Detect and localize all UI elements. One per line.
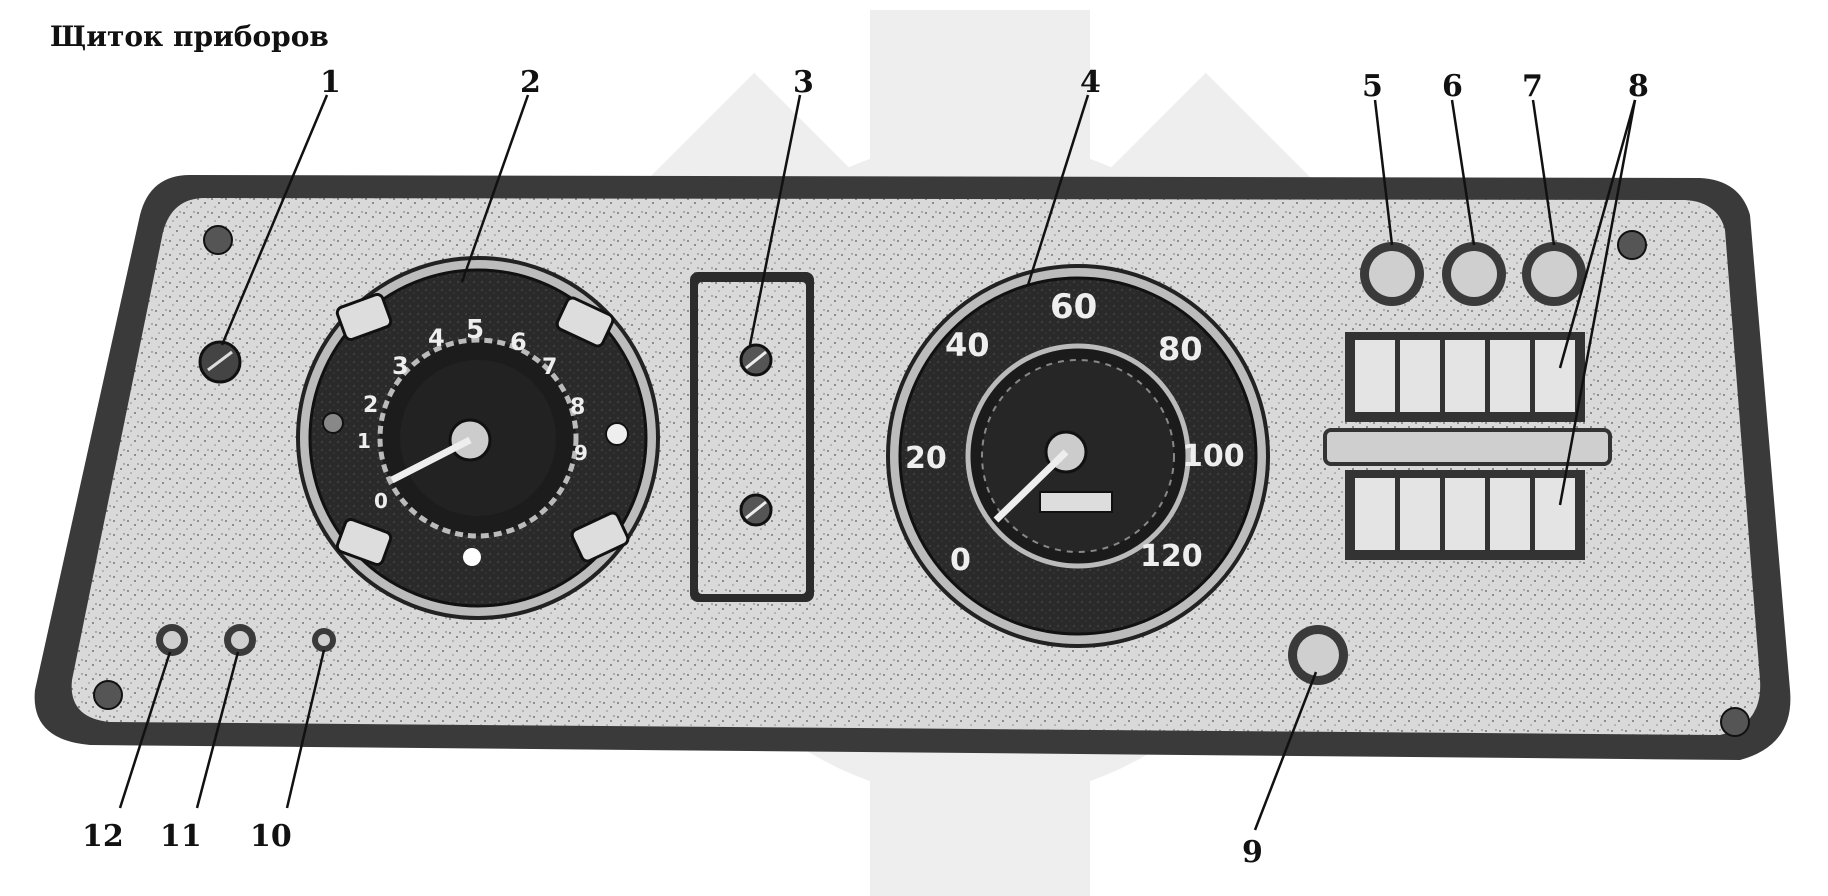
speed-scale-label: 80 — [1158, 330, 1203, 368]
speed-scale-label: 40 — [945, 326, 990, 364]
tach-scale-label: 7 — [542, 355, 557, 380]
warning-lamp-block — [1323, 332, 1612, 560]
tach-scale-label: 8 — [570, 395, 585, 420]
speed-scale-label: 20 — [905, 441, 947, 476]
button-9 — [1288, 625, 1348, 685]
callout-6: 6 — [1442, 69, 1463, 104]
knob-1 — [198, 340, 242, 384]
speed-scale-label: 60 — [1050, 287, 1097, 327]
leader-lines — [118, 94, 1637, 831]
screw-icon — [93, 680, 123, 710]
callout-10: 10 — [250, 819, 292, 854]
callout-12: 12 — [82, 819, 124, 854]
callout-4: 4 — [1080, 65, 1101, 100]
tach-scale-label: 6 — [510, 328, 527, 356]
callout-7: 7 — [1522, 69, 1543, 104]
screw-icon — [203, 225, 233, 255]
callout-3: 3 — [793, 65, 814, 100]
small-lamps — [156, 624, 336, 656]
tach-scale-label: 4 — [428, 324, 445, 352]
callout-8: 8 — [1628, 69, 1649, 104]
callout-1: 1 — [320, 65, 341, 100]
tachometer-gauge: 0 1 2 3 4 5 6 7 8 9 — [296, 256, 660, 620]
callout-9: 9 — [1242, 835, 1263, 870]
tach-scale-label: 0 — [374, 489, 388, 513]
switch-plate — [690, 272, 814, 602]
indicator-lamps — [1360, 242, 1586, 306]
callout-11: 11 — [160, 819, 202, 854]
tach-scale-label: 9 — [574, 441, 588, 465]
corner-screws — [93, 225, 1750, 737]
screw-icon — [1720, 707, 1750, 737]
screw-icon — [1617, 230, 1647, 260]
speed-scale-label: 0 — [950, 543, 971, 578]
callout-2: 2 — [520, 65, 541, 100]
tach-scale-label: 5 — [466, 315, 484, 345]
speedometer-gauge: 0 20 40 60 80 100 120 — [886, 264, 1270, 648]
tach-scale-label: 1 — [357, 429, 371, 453]
speed-scale-label: 120 — [1140, 539, 1203, 574]
speed-scale-label: 100 — [1182, 439, 1245, 474]
tach-scale-label: 3 — [392, 352, 409, 380]
callout-5: 5 — [1362, 69, 1383, 104]
tach-scale-label: 2 — [363, 393, 378, 418]
page-title: Щиток приборов — [50, 20, 329, 53]
